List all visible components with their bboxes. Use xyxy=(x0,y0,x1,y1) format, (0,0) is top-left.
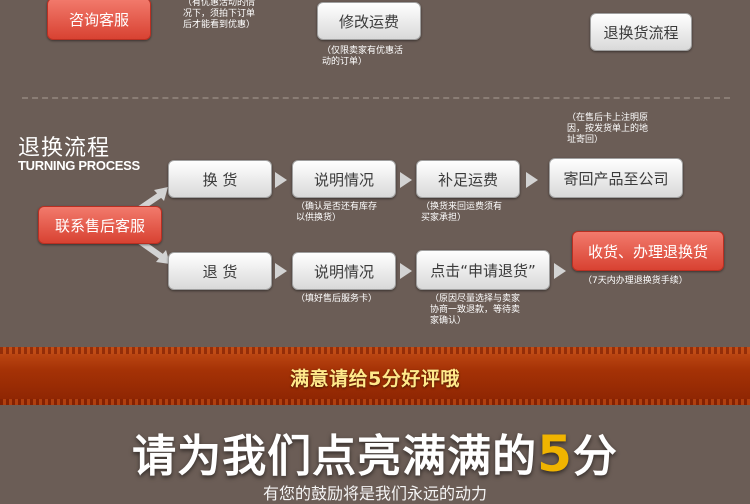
exchange-explain-button[interactable]: 说明情况 xyxy=(292,160,396,198)
section-title: 退换流程 xyxy=(18,136,111,161)
send-back-button[interactable]: 寄回产品至公司 xyxy=(549,158,683,198)
branch-arrowhead-exchange xyxy=(154,187,168,201)
rating-banner: 满意请给5分好评哦 xyxy=(0,347,750,405)
banner-text: 满意请给5分好评哦 xyxy=(290,368,460,390)
modify-shipping-button[interactable]: 修改运费 xyxy=(317,2,421,40)
consult-service-button[interactable]: 咨询客服 xyxy=(47,0,151,40)
rating-subtitle: 有您的鼓励将是我们永远的动力 xyxy=(262,484,487,503)
arrow-icon xyxy=(275,263,287,279)
rating-title-suffix: 分 xyxy=(572,431,618,482)
send-back-note: （在售后卡上注明原 因，按发货单上的地 址寄回） xyxy=(567,113,649,145)
contact-after-sales-button[interactable]: 联系售后客服 xyxy=(38,206,162,244)
arrow-icon xyxy=(400,172,412,188)
apply-return-button[interactable]: 点击“申请退货” xyxy=(416,250,550,290)
return-explain-note: （填好售后服务卡） xyxy=(296,294,378,304)
section-divider xyxy=(22,97,730,99)
exchange-button[interactable]: 换 货 xyxy=(168,160,272,198)
rating-title-number: 5 xyxy=(537,425,573,483)
arrow-icon xyxy=(554,263,566,279)
apply-return-note: （原因尽量选择与卖家 协商一致退款，等待卖 家确认） xyxy=(430,294,521,326)
return-explain-button[interactable]: 说明情况 xyxy=(292,252,396,290)
modify-shipping-note: （仅限卖家有优惠活 动的订单） xyxy=(322,46,404,67)
arrow-icon xyxy=(526,172,538,188)
supplement-shipping-note: （换货来回运费须有 买家承担） xyxy=(421,202,503,223)
arrow-icon xyxy=(275,172,287,188)
return-flow-button[interactable]: 退换货流程 xyxy=(590,13,692,51)
supplement-shipping-button[interactable]: 补足运费 xyxy=(416,160,520,198)
branch-arrowhead-return xyxy=(156,250,170,264)
receive-return-button[interactable]: 收货、办理退换货 xyxy=(572,231,724,271)
consult-note: （有优惠活动的情 况下，须拍下订单 后才能看到优惠） xyxy=(183,0,256,30)
exchange-explain-note: （确认是否还有库存 以供换货） xyxy=(296,202,378,223)
rating-title-prefix: 请为我们点亮满满的 xyxy=(132,431,538,482)
top-section: 咨询客服 （有优惠活动的情 况下，须拍下订单 后才能看到优惠） 修改运费 （仅限… xyxy=(0,0,750,102)
section-title-en: TURNING PROCESS xyxy=(18,158,140,173)
arrow-icon xyxy=(400,263,412,279)
return-button[interactable]: 退 货 xyxy=(168,252,272,290)
receive-return-note: （7天内办理退换货手续） xyxy=(583,276,688,286)
rating-title: 请为我们点亮满满的5分 xyxy=(0,420,750,484)
